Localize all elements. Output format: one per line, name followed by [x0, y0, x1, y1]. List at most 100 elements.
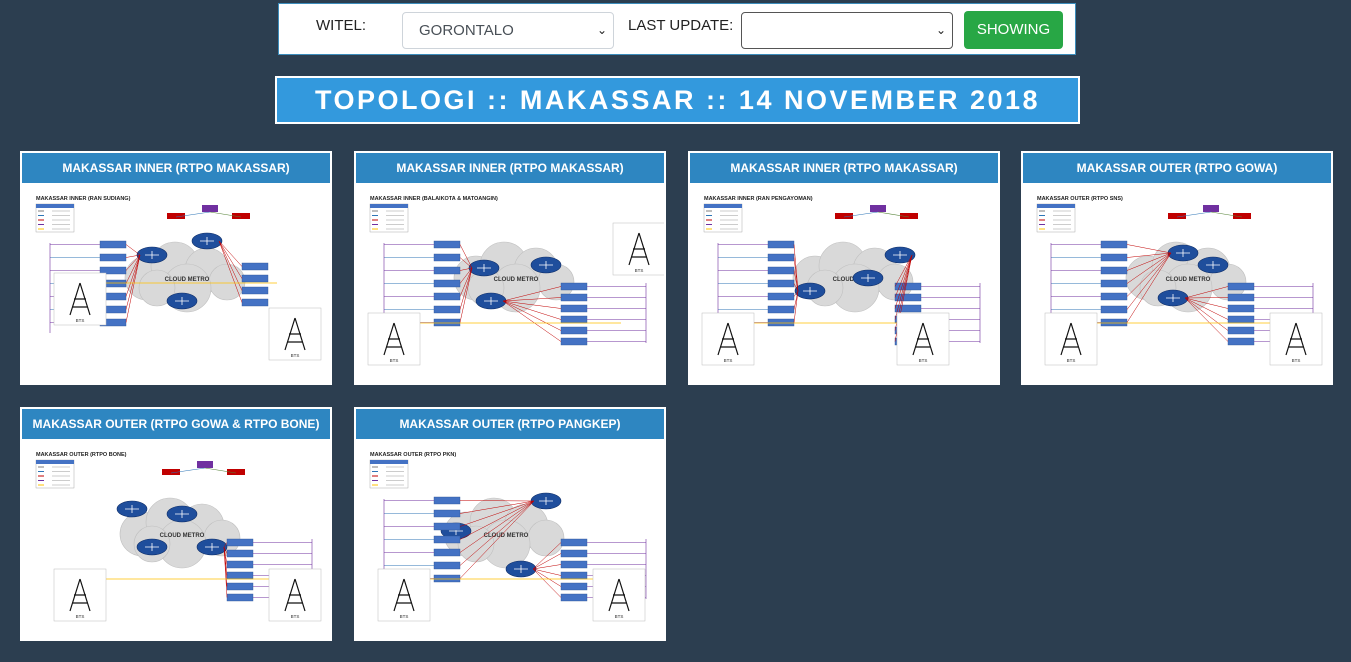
link-line [793, 257, 799, 292]
link-line [204, 467, 237, 474]
device-box [1100, 240, 1128, 249]
router-arrows [145, 543, 159, 551]
device-box [767, 253, 795, 262]
device-box [1100, 253, 1128, 262]
topology-card[interactable]: MAKASSAR INNER (RTPO MAKASSAR) MAKASSAR … [354, 151, 666, 385]
device-box [1100, 266, 1128, 275]
topology-card[interactable]: MAKASSAR OUTER (RTPO GOWA) MAKASSAR OUTE… [1021, 151, 1333, 385]
link-line [793, 290, 799, 310]
device-box [560, 571, 588, 580]
core-box [1233, 213, 1251, 219]
device-box [99, 253, 127, 262]
legend-box [35, 459, 75, 489]
topology-card[interactable]: MAKASSAR OUTER (RTPO PANGKEP) MAKASSAR O… [354, 407, 666, 641]
link-line [877, 211, 910, 218]
device-box [894, 293, 922, 302]
link-line [459, 267, 473, 284]
device-box [241, 262, 269, 271]
link-line [502, 286, 562, 302]
link-line [218, 240, 243, 267]
legend-box [369, 459, 409, 489]
tower-icon [717, 322, 739, 356]
link-line [218, 240, 243, 291]
device-box [560, 549, 588, 558]
tower-icon [393, 578, 415, 612]
device-box [1100, 279, 1128, 288]
device-box [894, 304, 922, 313]
bts-label: BTS [1067, 358, 1076, 363]
device-box [560, 538, 588, 547]
link-line [459, 244, 473, 269]
link-line [223, 546, 228, 554]
device-box [767, 266, 795, 275]
link-line [502, 300, 562, 342]
device-box [433, 318, 461, 327]
chevron-down-icon: ⌄ [935, 23, 946, 37]
bts-label: BTS [76, 614, 85, 619]
router-arrows [205, 543, 219, 551]
link-line [175, 211, 211, 218]
topology-svg: MAKASSAR INNER (BALAIKOTA & MATOANGIN)CL… [367, 196, 664, 366]
diagram-subtitle: MAKASSAR INNER (RAN SUDIANG) [36, 196, 131, 202]
device-box [433, 535, 461, 544]
showing-button[interactable]: SHOWING [964, 11, 1063, 49]
device-box [241, 274, 269, 283]
link-line [1184, 297, 1229, 299]
last-update-select[interactable]: ⌄ [741, 12, 953, 49]
legend-box [703, 203, 743, 233]
router-arrows [539, 261, 553, 269]
topology-card[interactable]: MAKASSAR INNER (RTPO MAKASSAR) MAKASSAR … [688, 151, 1000, 385]
topology-svg: MAKASSAR INNER (RAN SUDIANG)CLOUD METROB… [35, 196, 322, 361]
device-box [433, 496, 461, 505]
cloud-shape [208, 263, 246, 301]
witel-select[interactable]: GORONTALO ⌄ [402, 12, 614, 49]
legend-header [370, 204, 408, 208]
diagram-subtitle: MAKASSAR INNER (RAN PENGAYOMAN) [704, 196, 813, 202]
legend-header [36, 204, 74, 208]
topology-diagram[interactable]: MAKASSAR INNER (RAN PENGAYOMAN)CLOUD MET… [690, 183, 998, 383]
link-line [502, 297, 562, 302]
link-line [532, 568, 562, 598]
core-box [162, 469, 180, 475]
link-line [1126, 252, 1172, 323]
topology-card[interactable]: MAKASSAR OUTER (RTPO GOWA & RTPO BONE) M… [20, 407, 332, 641]
link-line [218, 240, 243, 303]
legend-header [36, 460, 74, 464]
link-line [223, 542, 228, 548]
bts-label: BTS [919, 358, 928, 363]
device-box [560, 582, 588, 591]
legend-box [35, 203, 75, 233]
core-box [202, 205, 218, 212]
device-box [1100, 305, 1128, 314]
core-box [227, 469, 245, 475]
link-line [125, 254, 141, 310]
core-box [900, 213, 918, 219]
page-title: TOPOLOGI :: MAKASSAR :: 14 NOVEMBER 2018 [275, 76, 1080, 124]
device-box [226, 560, 254, 569]
link-line [502, 300, 562, 320]
bts-label: BTS [724, 358, 733, 363]
device-box [226, 593, 254, 602]
topology-card[interactable]: MAKASSAR INNER (RTPO MAKASSAR) MAKASSAR … [20, 151, 332, 385]
device-box [560, 282, 588, 291]
device-box [433, 253, 461, 262]
legend-header [1037, 204, 1075, 208]
device-box [433, 240, 461, 249]
topology-diagram[interactable]: MAKASSAR INNER (BALAIKOTA & MATOANGIN)CL… [356, 183, 664, 383]
link-line [894, 254, 913, 298]
link-line [1176, 211, 1212, 218]
bts-frame [268, 568, 322, 622]
device-box [433, 561, 461, 570]
link-line [125, 254, 141, 323]
link-line [459, 500, 535, 579]
device-box [767, 318, 795, 327]
device-box [1227, 282, 1255, 291]
link-line [1184, 297, 1229, 309]
witel-label: WITEL: [316, 17, 367, 34]
device-box [560, 337, 588, 346]
link-line [894, 254, 913, 309]
